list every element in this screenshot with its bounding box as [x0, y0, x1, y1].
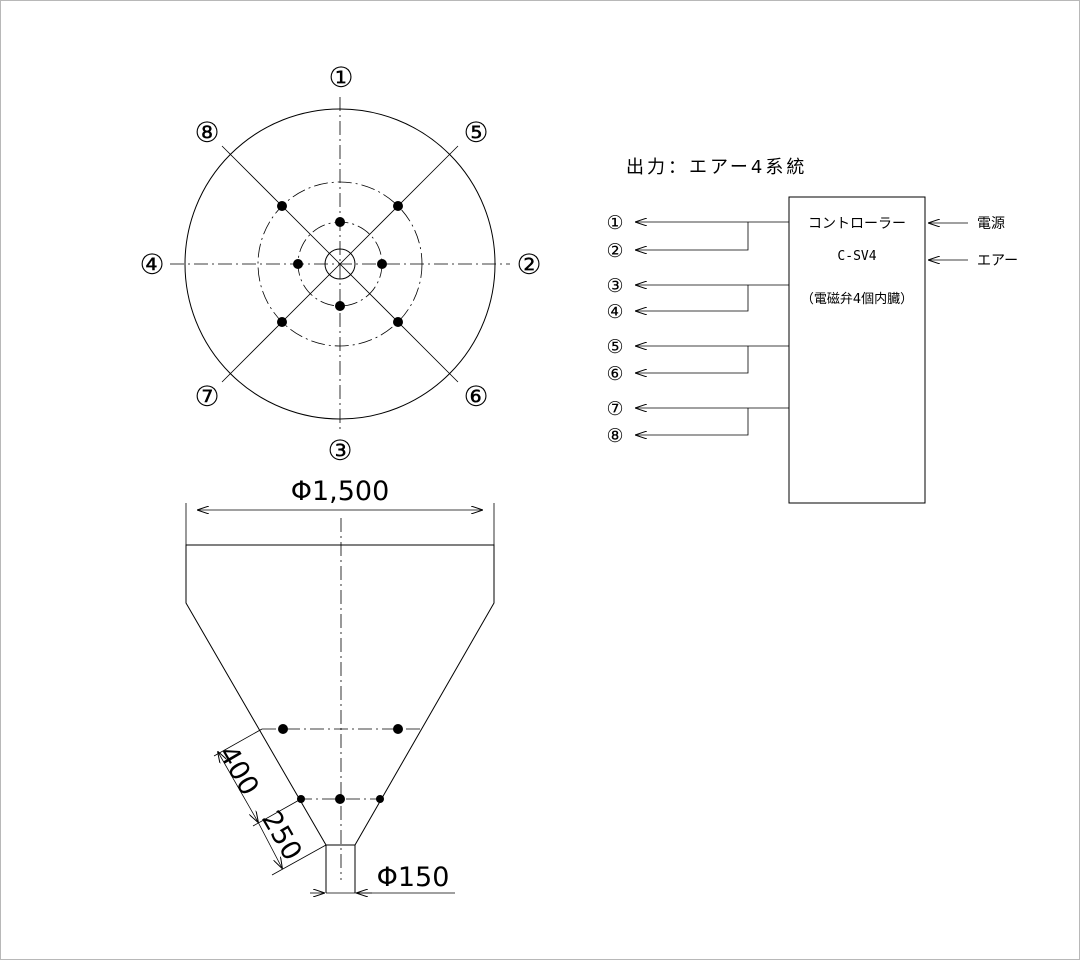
output-label-4: ④: [606, 301, 623, 323]
top-view: ① ② ③ ④ ⑤ ⑥ ⑦ ⑧: [139, 61, 541, 467]
output-arrow-6: [636, 346, 749, 373]
position-label-3: ③: [327, 434, 352, 467]
nozzle-point: [335, 217, 345, 227]
top-diameter-label: Φ1,500: [291, 476, 390, 507]
controller-model: C-SV4: [837, 249, 876, 264]
nozzle-point: [393, 201, 403, 211]
position-label-8: ⑧: [194, 116, 219, 149]
power-input-label: 電源: [977, 216, 1005, 232]
position-label-2: ②: [516, 248, 541, 281]
nozzle-point: [277, 317, 287, 327]
controller-name: コントローラー: [808, 216, 906, 232]
controller-diagram: 出力：エアー4系統 コントローラー C-SV4 （電磁弁4個内臓） 電源 エアー…: [606, 157, 1018, 504]
output-arrow-2: [636, 222, 749, 250]
position-label-7: ⑦: [194, 380, 219, 413]
dim-line-400: [218, 752, 258, 822]
output-label-5: ⑤: [606, 336, 623, 358]
nozzle-point: [393, 317, 403, 327]
output-title: 出力：エアー4系統: [626, 157, 807, 178]
dim-250-label: 250: [255, 806, 308, 866]
position-label-6: ⑥: [463, 380, 488, 413]
output-label-1: ①: [606, 212, 623, 234]
output-label-7: ⑦: [606, 398, 623, 420]
position-label-1: ①: [328, 61, 353, 94]
nozzle-point: [393, 724, 403, 734]
nozzle-point: [377, 259, 387, 269]
controller-box: [788, 196, 926, 504]
output-label-6: ⑥: [606, 363, 623, 385]
outlet-diameter-label: Φ150: [377, 862, 450, 893]
dim-ext-400-bottom: [252, 798, 302, 827]
output-label-8: ⑧: [606, 425, 623, 447]
dim-line-250: [257, 821, 282, 868]
nozzle-point: [335, 794, 345, 804]
nozzle-point: [278, 724, 288, 734]
position-label-5: ⑤: [463, 116, 488, 149]
side-view: Φ1,500 400 250 Φ150: [185, 476, 495, 893]
dim-400-label: 400: [212, 741, 265, 801]
position-label-4: ④: [139, 248, 164, 281]
nozzle-point: [277, 201, 287, 211]
output-label-2: ②: [606, 240, 623, 262]
diagonal-line-b: [221, 145, 459, 383]
nozzle-point: [293, 259, 303, 269]
nozzle-point: [335, 301, 345, 311]
output-arrow-4: [636, 285, 749, 311]
output-label-3: ③: [606, 275, 623, 297]
nozzle-point: [376, 795, 384, 803]
air-input-label: エアー: [977, 253, 1018, 269]
output-arrow-8: [636, 408, 749, 435]
controller-note: （電磁弁4個内臓）: [801, 291, 913, 307]
